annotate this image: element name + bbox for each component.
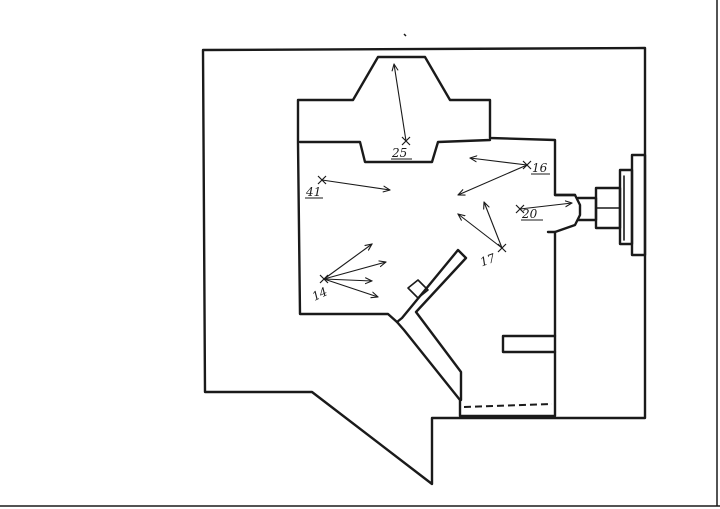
partition-detail [407, 279, 429, 299]
point-14: 14 [310, 244, 386, 304]
point-25-label: 25 [391, 146, 407, 160]
point-41: 41 [305, 175, 390, 199]
point-16: 16 [458, 158, 550, 195]
top-niche [298, 138, 492, 164]
side-equipment [553, 153, 647, 257]
point-17-label: 17 [478, 251, 497, 270]
point-25: 25 [391, 64, 412, 160]
diagonal-partition [395, 248, 468, 402]
point-20: 20 [515, 203, 572, 221]
dashed-threshold [463, 403, 553, 408]
point-41-label: 41 [305, 185, 321, 199]
point-20-label: 20 [521, 207, 538, 221]
point-17: 17 [458, 202, 507, 270]
point-14-label: 14 [310, 285, 330, 304]
top-mark [403, 33, 407, 37]
outer-wall [201, 46, 647, 486]
right-wall-stub [501, 334, 557, 354]
inner-chamber-wall [296, 55, 577, 418]
point-16-label: 16 [532, 161, 548, 175]
